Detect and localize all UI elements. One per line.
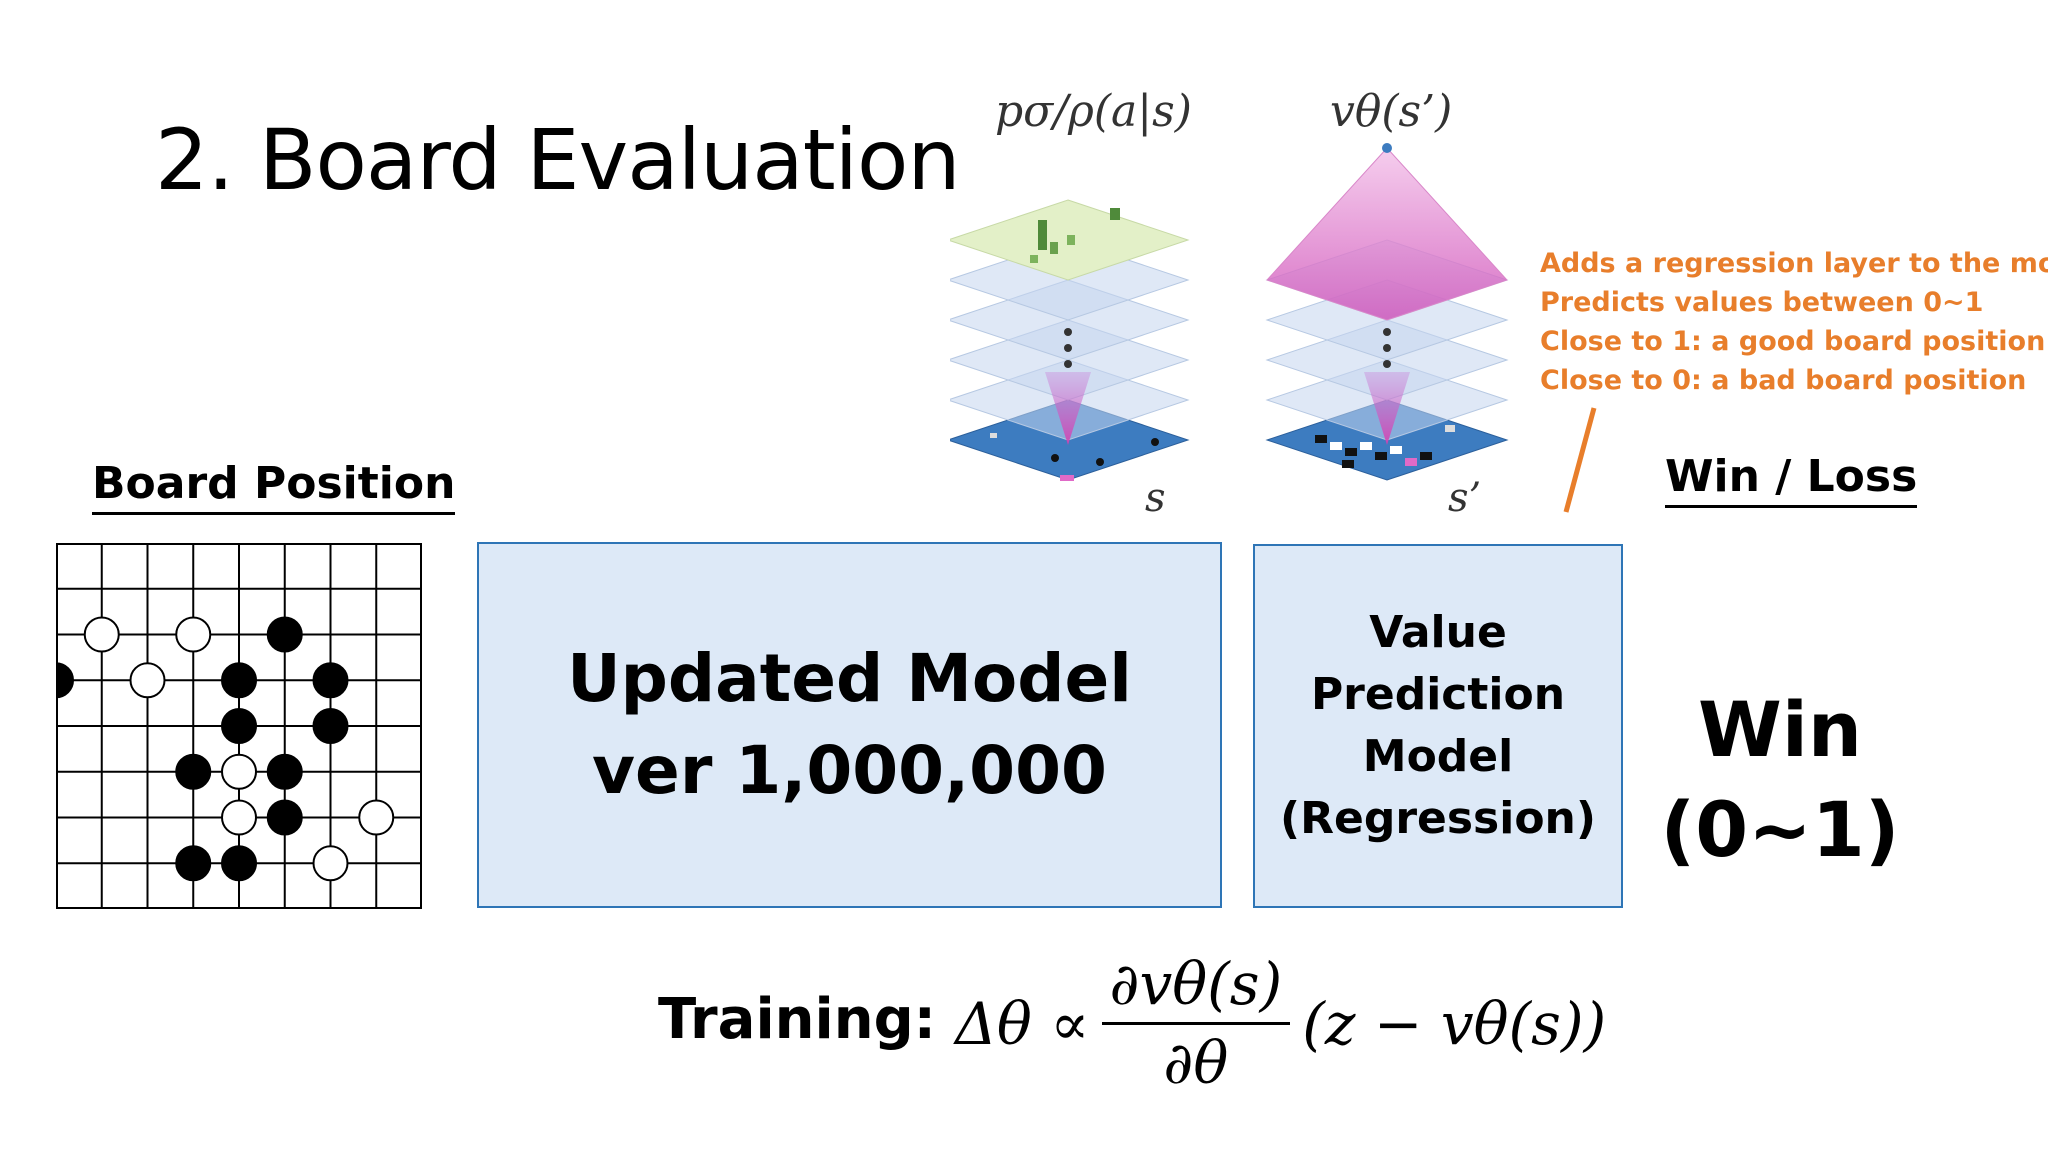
formula-rhs: (z − vθ(s)) <box>1302 989 1607 1058</box>
white-stone <box>221 799 257 836</box>
network-illustrations <box>950 143 1509 481</box>
updated-model-version: ver 1,000,000 <box>592 732 1107 809</box>
formula-denominator: ∂θ <box>1163 1029 1229 1097</box>
win-range: (0~1) <box>1660 785 1900 874</box>
policy-bar <box>1038 220 1047 250</box>
formula-numerator: ∂vθ(s) <box>1101 950 1291 1025</box>
white-stone <box>129 662 166 699</box>
value-model-line: Model <box>1362 731 1514 782</box>
policy-receptive-beam <box>1045 372 1091 445</box>
formula-fraction: ∂vθ(s) ∂θ <box>1101 950 1291 1097</box>
value-network <box>1265 143 1509 481</box>
black-stone <box>175 845 212 882</box>
value-model-line: Value <box>1369 607 1507 658</box>
black-stone <box>175 753 212 790</box>
black-stone <box>221 662 257 699</box>
page-title: 2. Board Evaluation <box>155 111 961 209</box>
policy-input-label: s <box>1145 475 1166 521</box>
updated-model-box: Updated Model ver 1,000,000 <box>477 542 1222 908</box>
black-stone <box>312 662 349 699</box>
value-prediction-model-box: Value Prediction Model (Regression) <box>1253 544 1623 908</box>
annotation-line: Close to 1: a good board position <box>1540 326 2046 357</box>
updated-model-title: Updated Model <box>567 640 1132 717</box>
annotation-line: Close to 0: a bad board position <box>1540 365 2027 396</box>
white-stone <box>312 845 349 882</box>
value-model-line: (Regression) <box>1280 793 1596 844</box>
value-input-label: s’ <box>1448 475 1482 521</box>
black-stone <box>221 845 257 882</box>
policy-bar <box>1050 242 1058 254</box>
value-network-label: vθ(s’) <box>1330 86 1453 137</box>
black-stone <box>56 662 74 699</box>
annotation-line: Adds a regression layer to the model <box>1540 248 2048 279</box>
board-stones <box>56 616 395 882</box>
win-label: Win <box>1698 685 1862 774</box>
value-output-node <box>1382 143 1392 153</box>
win-result: Win (0~1) <box>1660 680 1900 880</box>
annotation-pointer-line <box>1563 407 1597 513</box>
annotation-line: Predicts values between 0~1 <box>1540 287 1984 318</box>
policy-bar <box>1067 235 1075 245</box>
regression-annotation: Adds a regression layer to the model Pre… <box>1540 244 2048 400</box>
training-formula: Δθ ∝ ∂vθ(s) ∂θ (z − vθ(s)) <box>955 950 1606 1097</box>
value-output-pyramid <box>1266 147 1508 321</box>
black-stone <box>266 616 303 653</box>
black-stone <box>266 799 303 836</box>
win-loss-heading: Win / Loss <box>1665 455 1918 508</box>
black-stone <box>266 753 303 790</box>
policy-bar <box>1110 208 1120 220</box>
policy-network-label: pσ/ρ(a|s) <box>995 86 1192 137</box>
training-label: Training: <box>658 987 937 1052</box>
white-stone <box>221 753 257 790</box>
value-model-line: Prediction <box>1310 669 1566 720</box>
policy-bar <box>1030 255 1038 263</box>
white-stone <box>358 799 395 836</box>
policy-network <box>950 199 1190 481</box>
black-stone <box>221 708 257 744</box>
value-receptive-beam <box>1364 372 1410 445</box>
white-stone <box>175 616 212 653</box>
board-position-heading: Board Position <box>92 462 456 515</box>
formula-lhs: Δθ ∝ <box>955 989 1090 1058</box>
go-board <box>56 543 422 909</box>
white-stone <box>83 616 120 653</box>
black-stone <box>312 708 349 744</box>
